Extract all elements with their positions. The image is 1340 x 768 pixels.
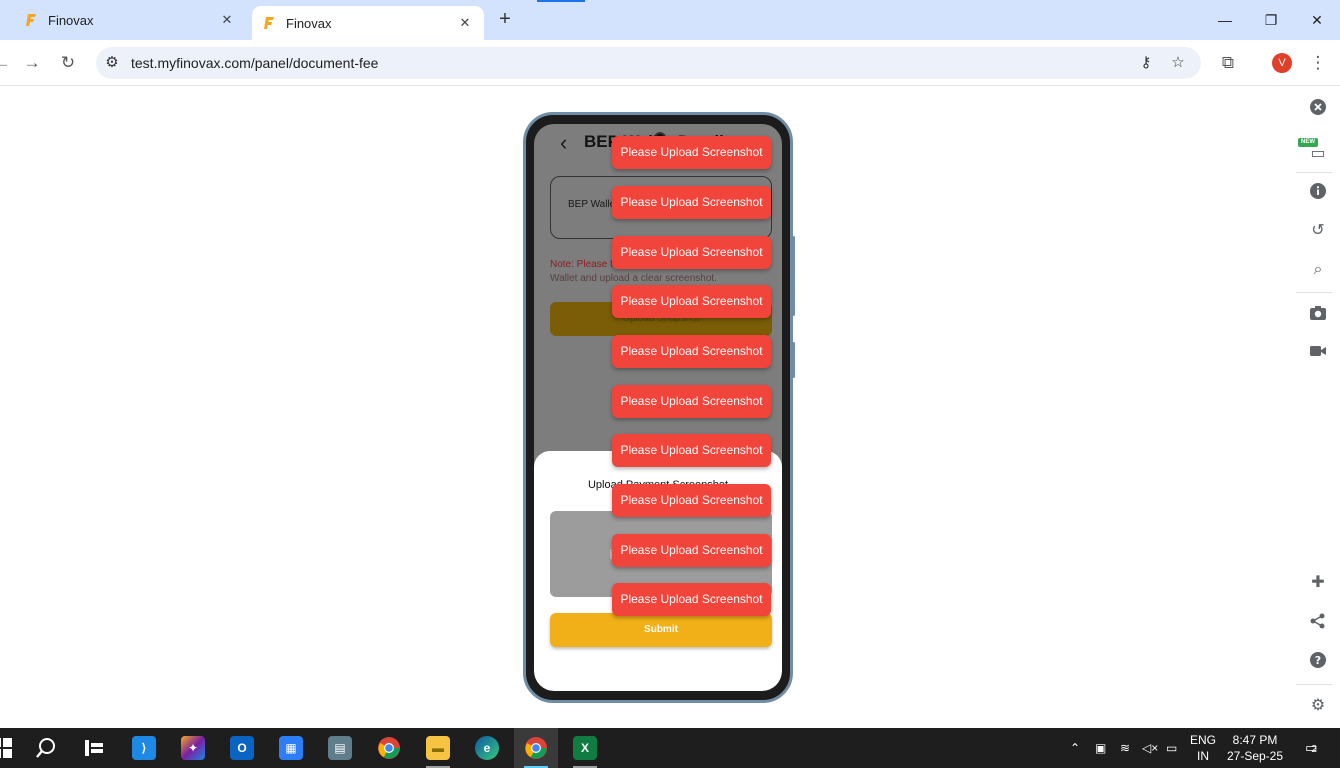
video-icon[interactable] [1308,344,1328,364]
task-view-icon[interactable] [72,728,116,768]
file-explorer-icon[interactable]: ▬ [416,728,460,768]
battery-icon[interactable]: ▭ [1166,741,1178,755]
site-info-icon[interactable]: ⚙ [105,54,119,71]
browser-toolbar: ← → ↻ ⚙ test.myfinovax.com/panel/documen… [0,40,1340,86]
toolbar-divider [1296,292,1332,293]
url-text[interactable]: test.myfinovax.com/panel/document-fee [131,55,379,71]
camera-icon[interactable] [1308,305,1328,325]
chrome-icon[interactable] [367,728,411,768]
bookmark-star-icon[interactable]: ☆ [1171,54,1185,71]
notification-center-icon[interactable]: ▭2 [1305,740,1318,755]
error-toast: Please Upload Screenshot [612,434,771,467]
error-toast: Please Upload Screenshot [612,583,771,616]
forward-icon[interactable]: → [23,53,41,72]
volume-muted-icon[interactable]: ◁× [1142,741,1159,755]
wallet-label: BEP Wallet [568,199,619,210]
share-icon[interactable] [1308,612,1328,632]
close-icon[interactable] [1308,98,1328,118]
tab-title: Finovax [286,15,332,31]
puzzle-icon[interactable]: ✚ [1311,574,1325,591]
clock-time: 8:47 PM [1232,733,1278,747]
device-icon[interactable]: ▭ [1310,145,1326,162]
language-indicator[interactable]: ENG IN [1190,733,1217,763]
notification-count: 2 [1311,744,1317,755]
error-toast: Please Upload Screenshot [612,484,771,517]
info-icon[interactable] [1308,182,1328,202]
note-line-1: Note: Please t [550,259,613,270]
browser-tab-strip: Finovax ✕ Finovax ✕ + — ❐ ✕ [0,0,1340,40]
windows-taskbar: ⟩ ✦ O ▦ ▤ ▬ e X ⌃ ▣ ≋ ◁× ▭ ENG IN 8:47 P… [0,728,1340,768]
note-line-2: Wallet and upload a clear screenshot. [550,273,717,284]
new-badge: NEW [1298,138,1318,147]
tab-finovax-1[interactable]: Finovax ✕ [14,0,246,40]
instruction-note: Note: Please t Wallet and upload a clear… [550,258,770,286]
error-toast: Please Upload Screenshot [612,285,771,318]
system-clock[interactable]: 8:47 PM 27-Sep-25 [1222,732,1288,764]
tab-title: Finovax [48,12,94,28]
back-icon[interactable]: ← [0,53,11,72]
tab-close-icon[interactable]: ✕ [221,12,233,27]
error-toast: Please Upload Screenshot [612,534,771,567]
calculator-icon[interactable]: ▤ [318,728,362,768]
copilot-icon[interactable]: ✦ [171,728,215,768]
zoom-icon[interactable]: ⌕ [1313,261,1323,278]
show-hidden-icons-icon[interactable]: ⌃ [1070,741,1081,755]
phone-power-button [792,342,795,378]
store-icon[interactable]: ▦ [269,728,313,768]
search-icon[interactable] [24,728,68,768]
minimize-icon[interactable]: — [1218,12,1232,28]
error-toast: Please Upload Screenshot [612,236,771,269]
error-toast: Please Upload Screenshot [612,385,771,418]
new-tab-button[interactable]: + [499,8,511,30]
chrome-active-icon[interactable] [514,728,558,768]
restore-icon[interactable]: ❐ [1264,12,1278,28]
help-icon[interactable]: ? [1308,651,1328,671]
error-toast: Please Upload Screenshot [612,186,771,219]
back-arrow-icon[interactable]: ‹ [560,130,568,155]
reload-icon[interactable]: ↻ [60,53,76,72]
settings-icon[interactable]: ⚙ [1310,697,1326,714]
excel-icon[interactable]: X [563,728,607,768]
toolbar-divider [1296,684,1332,685]
tab-finovax-2[interactable]: Finovax ✕ [252,6,484,40]
menu-kebab-icon[interactable]: ⋮ [1309,53,1327,72]
windows-start-icon[interactable] [0,728,24,768]
toolbar-divider [1296,172,1332,173]
extensions-icon[interactable]: ⧉ [1221,53,1235,72]
profile-avatar[interactable]: V [1272,53,1292,73]
finovax-favicon [24,13,38,27]
edge-icon[interactable]: e [465,728,509,768]
submit-button[interactable]: Submit [550,613,772,647]
vscode-icon[interactable]: ⟩ [122,728,166,768]
close-window-icon[interactable]: ✕ [1311,12,1323,28]
svg-text:?: ? [1315,654,1321,667]
phone-volume-button [792,236,795,316]
clock-date: 27-Sep-25 [1226,749,1284,763]
finovax-favicon [262,16,276,30]
password-key-icon[interactable]: ⚷ [1140,54,1152,71]
error-toast: Please Upload Screenshot [612,335,771,368]
meet-now-icon[interactable]: ▣ [1095,741,1107,755]
rotate-icon[interactable]: ↺ [1311,222,1325,239]
address-bar[interactable]: ⚙ test.myfinovax.com/panel/document-fee … [96,47,1201,79]
error-toast: Please Upload Screenshot [612,136,771,169]
tab-close-icon[interactable]: ✕ [459,15,471,30]
outlook-icon[interactable]: O [220,728,264,768]
wifi-icon[interactable]: ≋ [1120,741,1131,755]
loading-indicator [537,0,585,2]
